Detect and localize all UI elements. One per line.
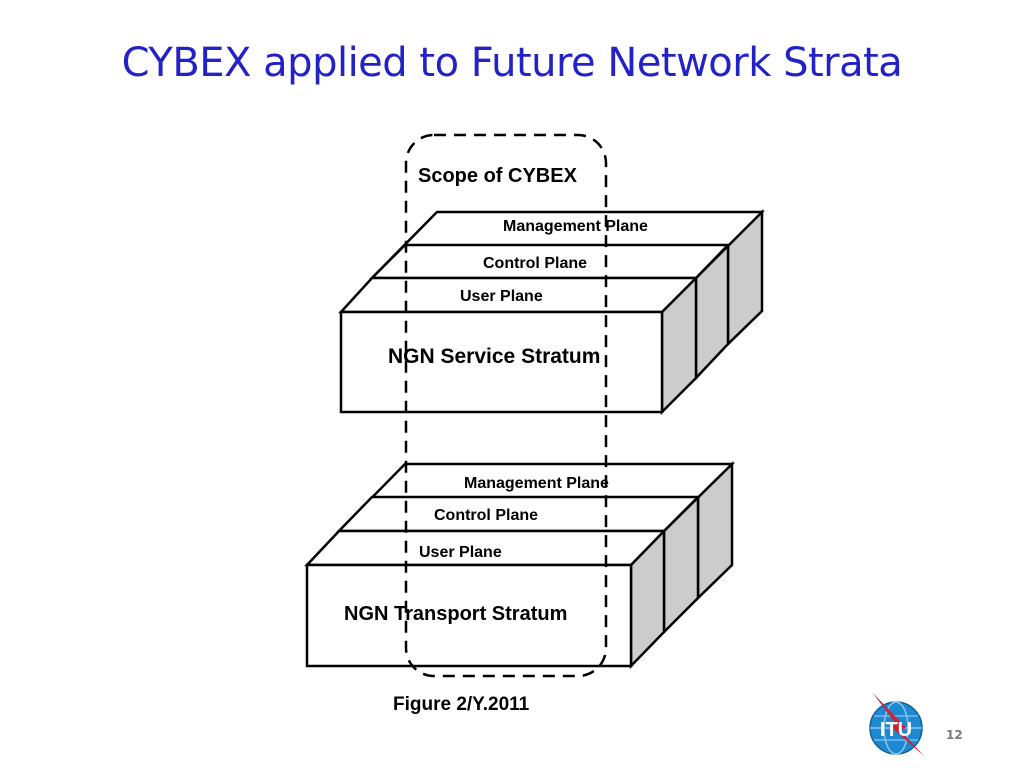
transport-stratum-front <box>305 563 633 668</box>
transport-stratum-label: NGN Transport Stratum <box>344 603 567 625</box>
transport-user-plane-label: User Plane <box>419 544 502 561</box>
service-management-plane-label: Management Plane <box>503 218 648 235</box>
service-control-plane-label: Control Plane <box>483 255 587 272</box>
service-user-plane-label: User Plane <box>460 288 543 305</box>
page-number: 12 <box>946 728 963 742</box>
itu-logo-text: ITU <box>880 719 912 741</box>
service-stratum-block <box>338 209 766 416</box>
slide-title: CYBEX applied to Future Network Strata <box>121 40 903 86</box>
transport-stratum-block <box>304 461 736 670</box>
figure-caption: Figure 2/Y.2011 <box>393 694 530 715</box>
service-stratum-label: NGN Service Stratum <box>388 345 600 368</box>
service-stratum-front <box>339 310 664 414</box>
transport-management-plane-label: Management Plane <box>464 475 609 492</box>
transport-control-plane-label: Control Plane <box>434 507 538 524</box>
itu-logo-icon: ITU <box>869 692 924 756</box>
cybex-scope-boundary <box>404 133 608 678</box>
cybex-scope-label: Scope of CYBEX <box>418 165 578 187</box>
itu-logo: ITU <box>869 692 924 756</box>
